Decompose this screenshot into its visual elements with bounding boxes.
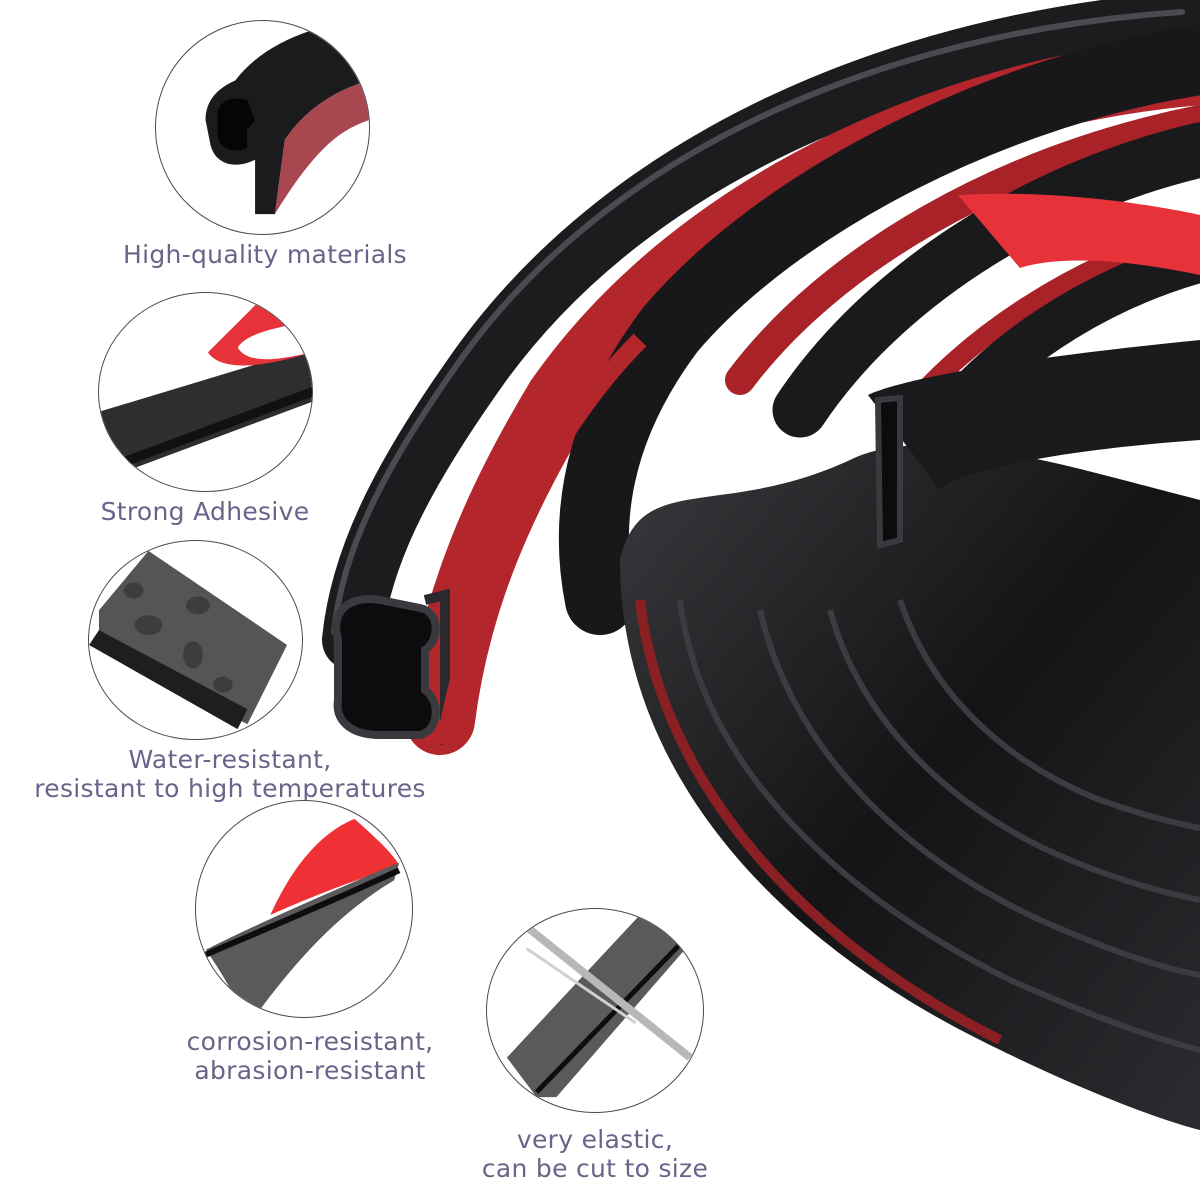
feature-caption-corrosion-line2: abrasion-resistant (194, 1056, 426, 1085)
feature-caption-corrosion: corrosion-resistant, abrasion-resistant (170, 1027, 450, 1085)
feature-caption-elastic-line2: can be cut to size (481, 1154, 709, 1183)
feature-caption-elastic: very elastic, can be cut to size (450, 1125, 740, 1183)
feature-caption-water-line2: resistant to high temperatures (34, 774, 426, 803)
feature-circle-elastic (486, 908, 704, 1113)
water-droplets-icon (89, 550, 288, 730)
feature-circle-corrosion (195, 800, 413, 1018)
feature-circle-water (88, 540, 303, 740)
feature-caption-water: Water-resistant, resistant to high tempe… (20, 745, 440, 803)
feature-caption-elastic-line1: very elastic, (516, 1125, 674, 1154)
adhesive-peel-icon (99, 293, 312, 482)
feature-caption-materials: High-quality materials (123, 240, 407, 269)
feature-circle-materials (155, 20, 370, 235)
feature-circle-adhesive (98, 292, 313, 492)
seal-profile-icon (205, 21, 369, 215)
feature-caption-adhesive: Strong Adhesive (100, 497, 310, 526)
scissors-cut-icon (506, 909, 703, 1098)
twisted-strip-icon (204, 818, 401, 1010)
feature-caption-corrosion-line1: corrosion-resistant, (186, 1027, 434, 1056)
feature-caption-water-line1: Water-resistant, (128, 745, 332, 774)
